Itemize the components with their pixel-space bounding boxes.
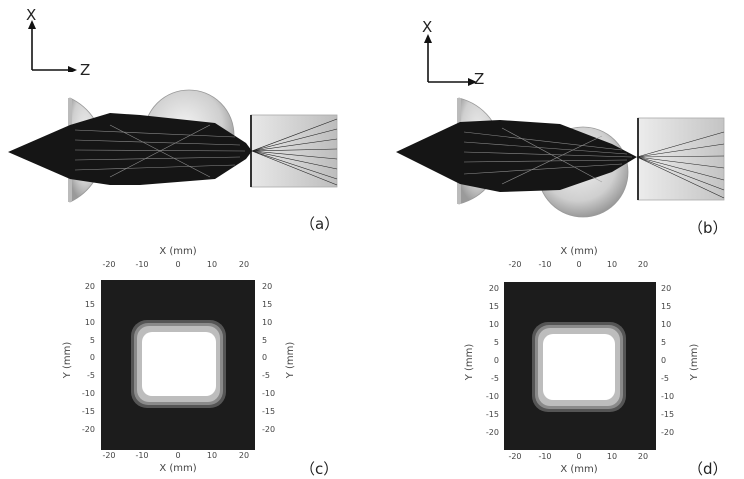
panel-d-top-axis-label: X (mm) [560,246,597,257]
panel-d-right-tick: -10 [661,392,674,401]
panel-a-ray-bundle [8,113,252,185]
panel-d-left-tick: -10 [486,392,499,401]
panel-c-label: （c） [300,460,339,478]
panel-d-label: （d） [688,460,728,478]
panel-a-x-axis-label: X [26,6,37,24]
panel-d-right-tick: 15 [661,302,671,311]
panel-c-bottom-axis-label: X (mm) [159,463,196,474]
panel-c-left-tick: -10 [82,389,95,398]
panel-c-top-tick: 0 [175,260,180,269]
panel-c-top-ticks: -20 -10 0 10 20 [102,260,249,269]
panel-d-bottom-tick: -10 [538,452,551,461]
panel-d-left-tick: 20 [489,284,499,293]
panel-c-right-tick: -15 [262,407,275,416]
panel-d-top-tick: 0 [576,260,581,269]
panel-c-left-ticks: 20 15 10 5 0 -5 -10 -15 -20 [82,282,95,434]
panel-d-right-ticks: 20 15 10 5 0 -5 -10 -15 -20 [661,284,674,437]
panel-b: X Z [372,0,744,240]
panel-d-left-tick: -5 [491,374,499,383]
panel-c-right-tick: 10 [262,318,272,327]
panel-c-right-tick: 20 [262,282,272,291]
panel-d-right-tick: -20 [661,428,674,437]
panel-d: X (mm) X (mm) Y (mm) Y (mm) -20 -10 0 10… [372,236,744,479]
panel-d-bottom-ticks: -20 -10 0 10 20 [508,452,648,461]
panel-c-top-tick: 20 [239,260,249,269]
panel-c-right-tick: 0 [262,353,267,362]
panel-c-left-axis-label: Y (mm) [62,342,73,380]
panel-b-label: （b） [688,219,728,237]
panel-d-right-tick: 20 [661,284,671,293]
panel-a: X Z [0,0,372,240]
panel-b-z-axis-label: Z [474,70,485,88]
panel-d-top-ticks: -20 -10 0 10 20 [508,260,648,269]
panel-d-irradiance-map: X (mm) X (mm) Y (mm) Y (mm) -20 -10 0 10… [464,246,700,475]
panel-c-bottom-tick: -10 [135,451,148,460]
panel-d-left-ticks: 20 15 10 5 0 -5 -10 -15 -20 [486,284,499,437]
panel-d-bottom-tick: 10 [607,452,617,461]
panel-d-top-tick: 20 [638,260,648,269]
panel-d-right-tick: 0 [661,356,666,365]
panel-c-bottom-tick: 10 [207,451,217,460]
panel-d-right-tick: -5 [661,374,669,383]
panel-d-right-tick: 5 [661,338,666,347]
panel-c-right-tick: -5 [262,371,270,380]
panel-d-bottom-axis-label: X (mm) [560,464,597,475]
panel-c-left-tick: 5 [90,336,95,345]
panel-c-top-tick: 10 [207,260,217,269]
panel-a-z-axis-label: Z [80,61,91,79]
panel-d-right-tick: -15 [661,410,674,419]
panel-c-left-tick: 15 [85,300,95,309]
panel-b-ray-bundle [396,120,637,192]
panel-d-left-tick: 15 [489,302,499,311]
panel-d-bottom-tick: 20 [638,452,648,461]
panel-c-right-ticks: 20 15 10 5 0 -5 -10 -15 -20 [262,282,275,434]
panel-c-right-tick: 15 [262,300,272,309]
panel-c-bottom-tick: 20 [239,451,249,460]
panel-c-top-tick: -10 [135,260,148,269]
panel-c-right-tick: -10 [262,389,275,398]
panel-d-left-tick: 10 [489,320,499,329]
panel-d-uniform-core [543,334,615,400]
panel-c-irradiance-map: X (mm) X (mm) Y (mm) Y (mm) -20 -10 0 10… [62,246,296,474]
panel-c-left-tick: -20 [82,425,95,434]
panel-c-right-tick: 5 [262,336,267,345]
panel-c-bottom-tick: -20 [102,451,115,460]
panel-d-left-axis-label: Y (mm) [464,344,475,382]
panel-d-left-tick: -20 [486,428,499,437]
panel-d-top-tick: -10 [538,260,551,269]
panel-c-right-tick: -20 [262,425,275,434]
panel-d-right-tick: 10 [661,320,671,329]
panel-c: X (mm) X (mm) Y (mm) Y (mm) -20 -10 0 10… [0,236,372,479]
panel-c-bottom-tick: 0 [175,451,180,460]
panel-b-ray-trace [396,97,725,218]
panel-c-left-tick: 0 [90,353,95,362]
panel-d-bottom-tick: 0 [576,452,581,461]
panel-c-bottom-ticks: -20 -10 0 10 20 [102,451,249,460]
panel-a-coordinate-axes [28,20,77,72]
panel-d-top-tick: -20 [508,260,521,269]
panel-b-x-axis-label: X [422,18,433,36]
panel-c-left-tick: 10 [85,318,95,327]
panel-c-top-axis-label: X (mm) [159,246,196,257]
panel-d-bottom-tick: -20 [508,452,521,461]
panel-c-top-tick: -20 [102,260,115,269]
panel-a-label: （a） [300,215,340,233]
panel-d-left-tick: -15 [486,410,499,419]
panel-a-ray-trace [8,89,338,203]
panel-c-left-tick: -15 [82,407,95,416]
panel-d-left-tick: 5 [494,338,499,347]
panel-b-coordinate-axes [424,34,477,86]
panel-c-uniform-core [142,332,216,396]
panel-c-left-tick: -5 [87,371,95,380]
panel-c-right-axis-label: Y (mm) [285,342,296,380]
panel-d-right-axis-label: Y (mm) [689,344,700,382]
panel-d-top-tick: 10 [607,260,617,269]
panel-c-left-tick: 20 [85,282,95,291]
panel-d-left-tick: 0 [494,356,499,365]
